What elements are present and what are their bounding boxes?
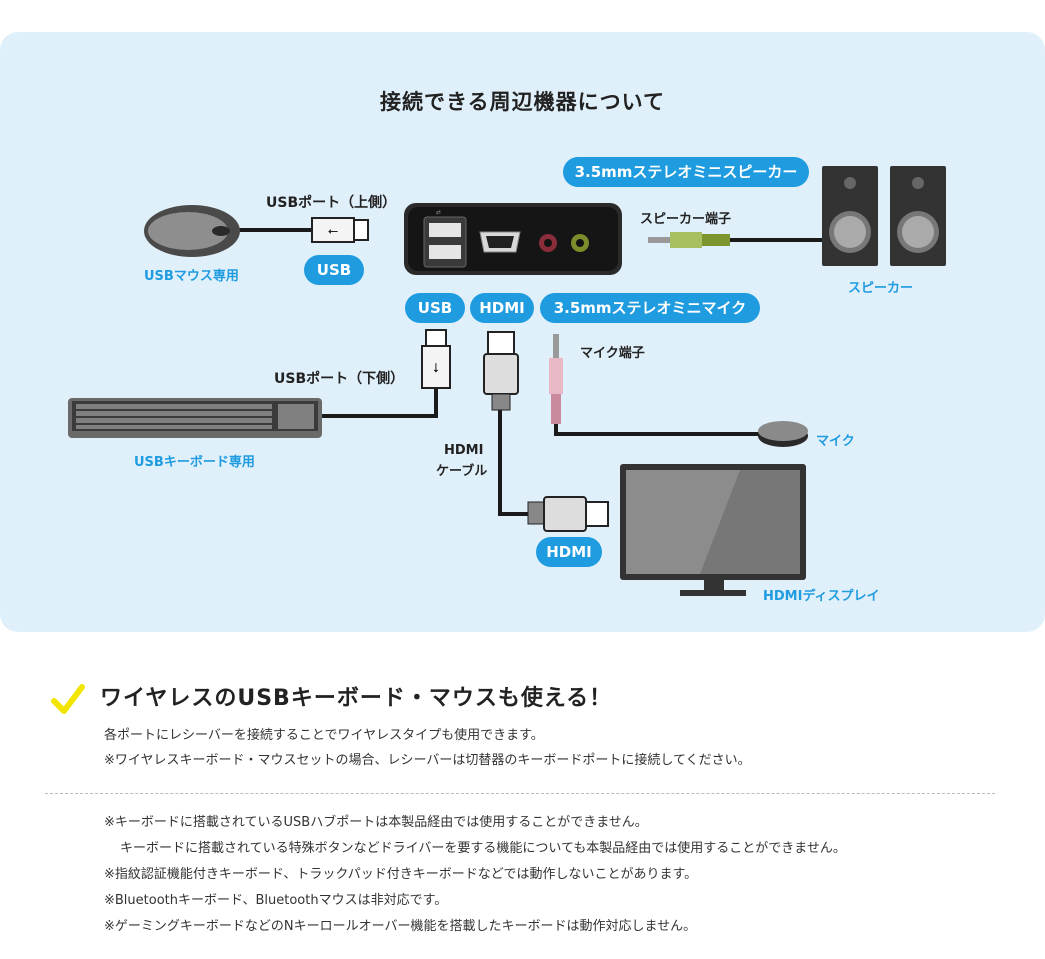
hdmi-cable: [498, 410, 530, 516]
keyboard-icon: [68, 398, 322, 438]
speaker-left-icon: [822, 166, 878, 266]
hdmi-plug-device-icon: [483, 331, 519, 411]
mic-cable: [554, 424, 760, 436]
monitor-icon: [620, 464, 806, 596]
hdmi-display-pill: HDMI: [536, 537, 602, 567]
hdmi-plug-display-icon: [527, 496, 609, 532]
usb-plug-upper-icon: ⭠: [311, 217, 369, 243]
speaker-right-icon: [890, 166, 946, 266]
hdmi-cable-label-line1: HDMI: [444, 443, 484, 458]
usb-mouse-pill: USB: [304, 255, 364, 285]
mic-plug-icon: [549, 334, 563, 424]
connection-diagram: ⭠ ⇄: [68, 166, 946, 596]
note-4: ※Bluetoothキーボード、Bluetoothマウスは非対応です。: [104, 893, 448, 908]
speaker-plug-icon: [648, 232, 730, 248]
kvm-switch-device: ⇄: [404, 203, 622, 275]
keyboard-cable: [316, 386, 438, 418]
feature-heading: ワイヤレスのUSBキーボード・マウスも使える！: [100, 686, 613, 711]
svg-text:⇄: ⇄: [436, 209, 441, 216]
mic-label: マイク: [816, 434, 855, 449]
note-3: ※指紋認証機能付きキーボード、トラックパッド付きキーボードなどでは動作しないこと…: [104, 867, 698, 882]
section-divider: [45, 793, 995, 794]
diagram-panel: [0, 32, 1045, 632]
display-label: HDMIディスプレイ: [763, 589, 880, 604]
stereo-mic-pill: 3.5mmステレオミニマイク: [540, 293, 760, 323]
usb-port-lower-label: USBポート（下側）: [274, 371, 405, 387]
keyboard-label: USBキーボード専用: [134, 455, 255, 470]
mouse-icon: [144, 205, 240, 257]
svg-text:⭠: ⭠: [328, 224, 338, 239]
diagram-title: 接続できる周辺機器について: [380, 90, 665, 114]
speaker-jack-label: スピーカー端子: [640, 212, 732, 227]
mic-icon: [758, 421, 808, 447]
usb-port-upper-label: USBポート（上側）: [266, 195, 397, 211]
speaker-label: スピーカー: [848, 281, 914, 296]
mouse-label: USBマウス専用: [144, 269, 239, 284]
svg-text:⭣: ⭣: [433, 361, 439, 376]
feature-line-2: ※ワイヤレスキーボード・マウスセットの場合、レシーバーは切替器のキーボードポート…: [104, 753, 751, 768]
usb-device-pill: USB: [405, 293, 465, 323]
usb-plug-lower-icon: ⭣: [421, 329, 451, 389]
hdmi-device-pill: HDMI: [470, 293, 534, 323]
hdmi-cable-label-line2: ケーブル: [436, 464, 488, 479]
mic-jack-label: マイク端子: [580, 346, 645, 361]
check-icon: [51, 684, 85, 714]
note-1: ※キーボードに搭載されているUSBハブポートは本製品経由では使用することができま…: [104, 815, 648, 830]
stereo-speaker-pill: 3.5mmステレオミニスピーカー: [563, 157, 809, 187]
note-2: キーボードに搭載されている特殊ボタンなどドライバーを要する機能についても本製品経…: [120, 841, 846, 856]
feature-line-1: 各ポートにレシーバーを接続することでワイヤレスタイプも使用できます。: [104, 728, 544, 743]
note-5: ※ゲーミングキーボードなどのNキーロールオーバー機能を搭載したキーボードは動作対…: [104, 919, 697, 934]
